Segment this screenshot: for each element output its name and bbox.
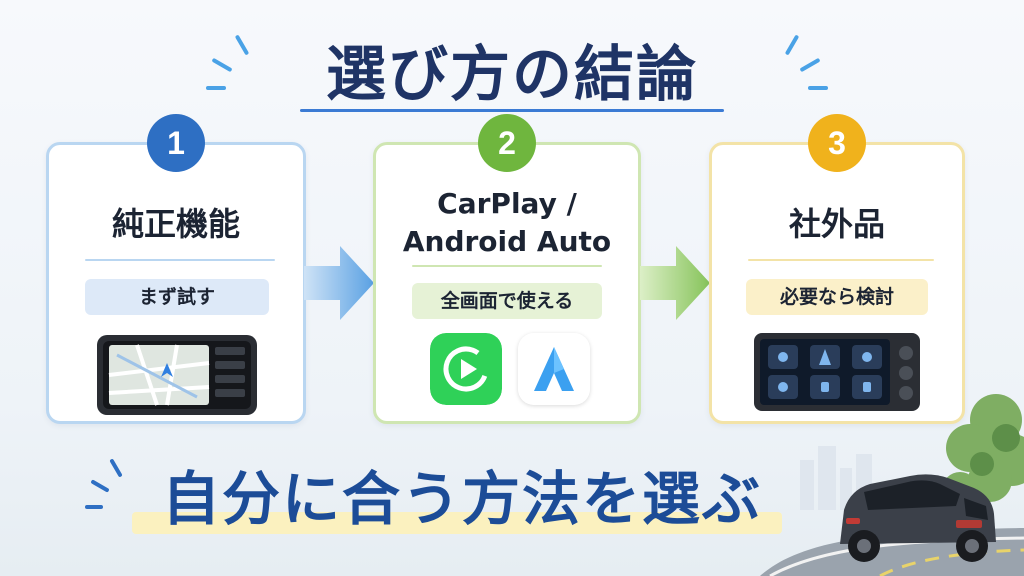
title-underline	[300, 109, 724, 112]
card-divider	[412, 265, 602, 267]
page-title: 選び方の結論	[326, 40, 698, 110]
headline-highlight	[132, 512, 782, 534]
option-card-carplay-android-auto: CarPlay / Android Auto 全画面で使える	[373, 142, 641, 424]
arrow-right-icon	[304, 246, 374, 320]
card-tag: まず試す	[85, 279, 269, 315]
option-card-aftermarket: 社外品 必要なら検討	[709, 142, 965, 424]
step-badge-3: 3	[808, 114, 866, 172]
card-title: 純正機能	[111, 205, 240, 243]
card-title-line1: CarPlay /	[437, 187, 577, 220]
card-title-line2: Android Auto	[402, 225, 612, 258]
card-divider	[85, 259, 275, 261]
option-card-factory: 純正機能 まず試す	[46, 142, 306, 424]
android-auto-icon	[518, 333, 590, 405]
card-divider	[748, 259, 934, 261]
step-badge-2: 2	[478, 114, 536, 172]
step-badge-1: 1	[147, 114, 205, 172]
road-car-scene	[760, 394, 1024, 576]
factory-navigation-display	[97, 335, 257, 415]
card-tag: 必要なら検討	[746, 279, 928, 315]
aftermarket-head-unit	[754, 333, 920, 411]
card-tag: 全画面で使える	[412, 283, 602, 319]
card-title: 社外品	[788, 205, 885, 243]
arrow-right-icon	[640, 246, 710, 320]
headline: 自分に合う方法を選ぶ	[161, 465, 762, 533]
carplay-icon	[430, 333, 502, 405]
